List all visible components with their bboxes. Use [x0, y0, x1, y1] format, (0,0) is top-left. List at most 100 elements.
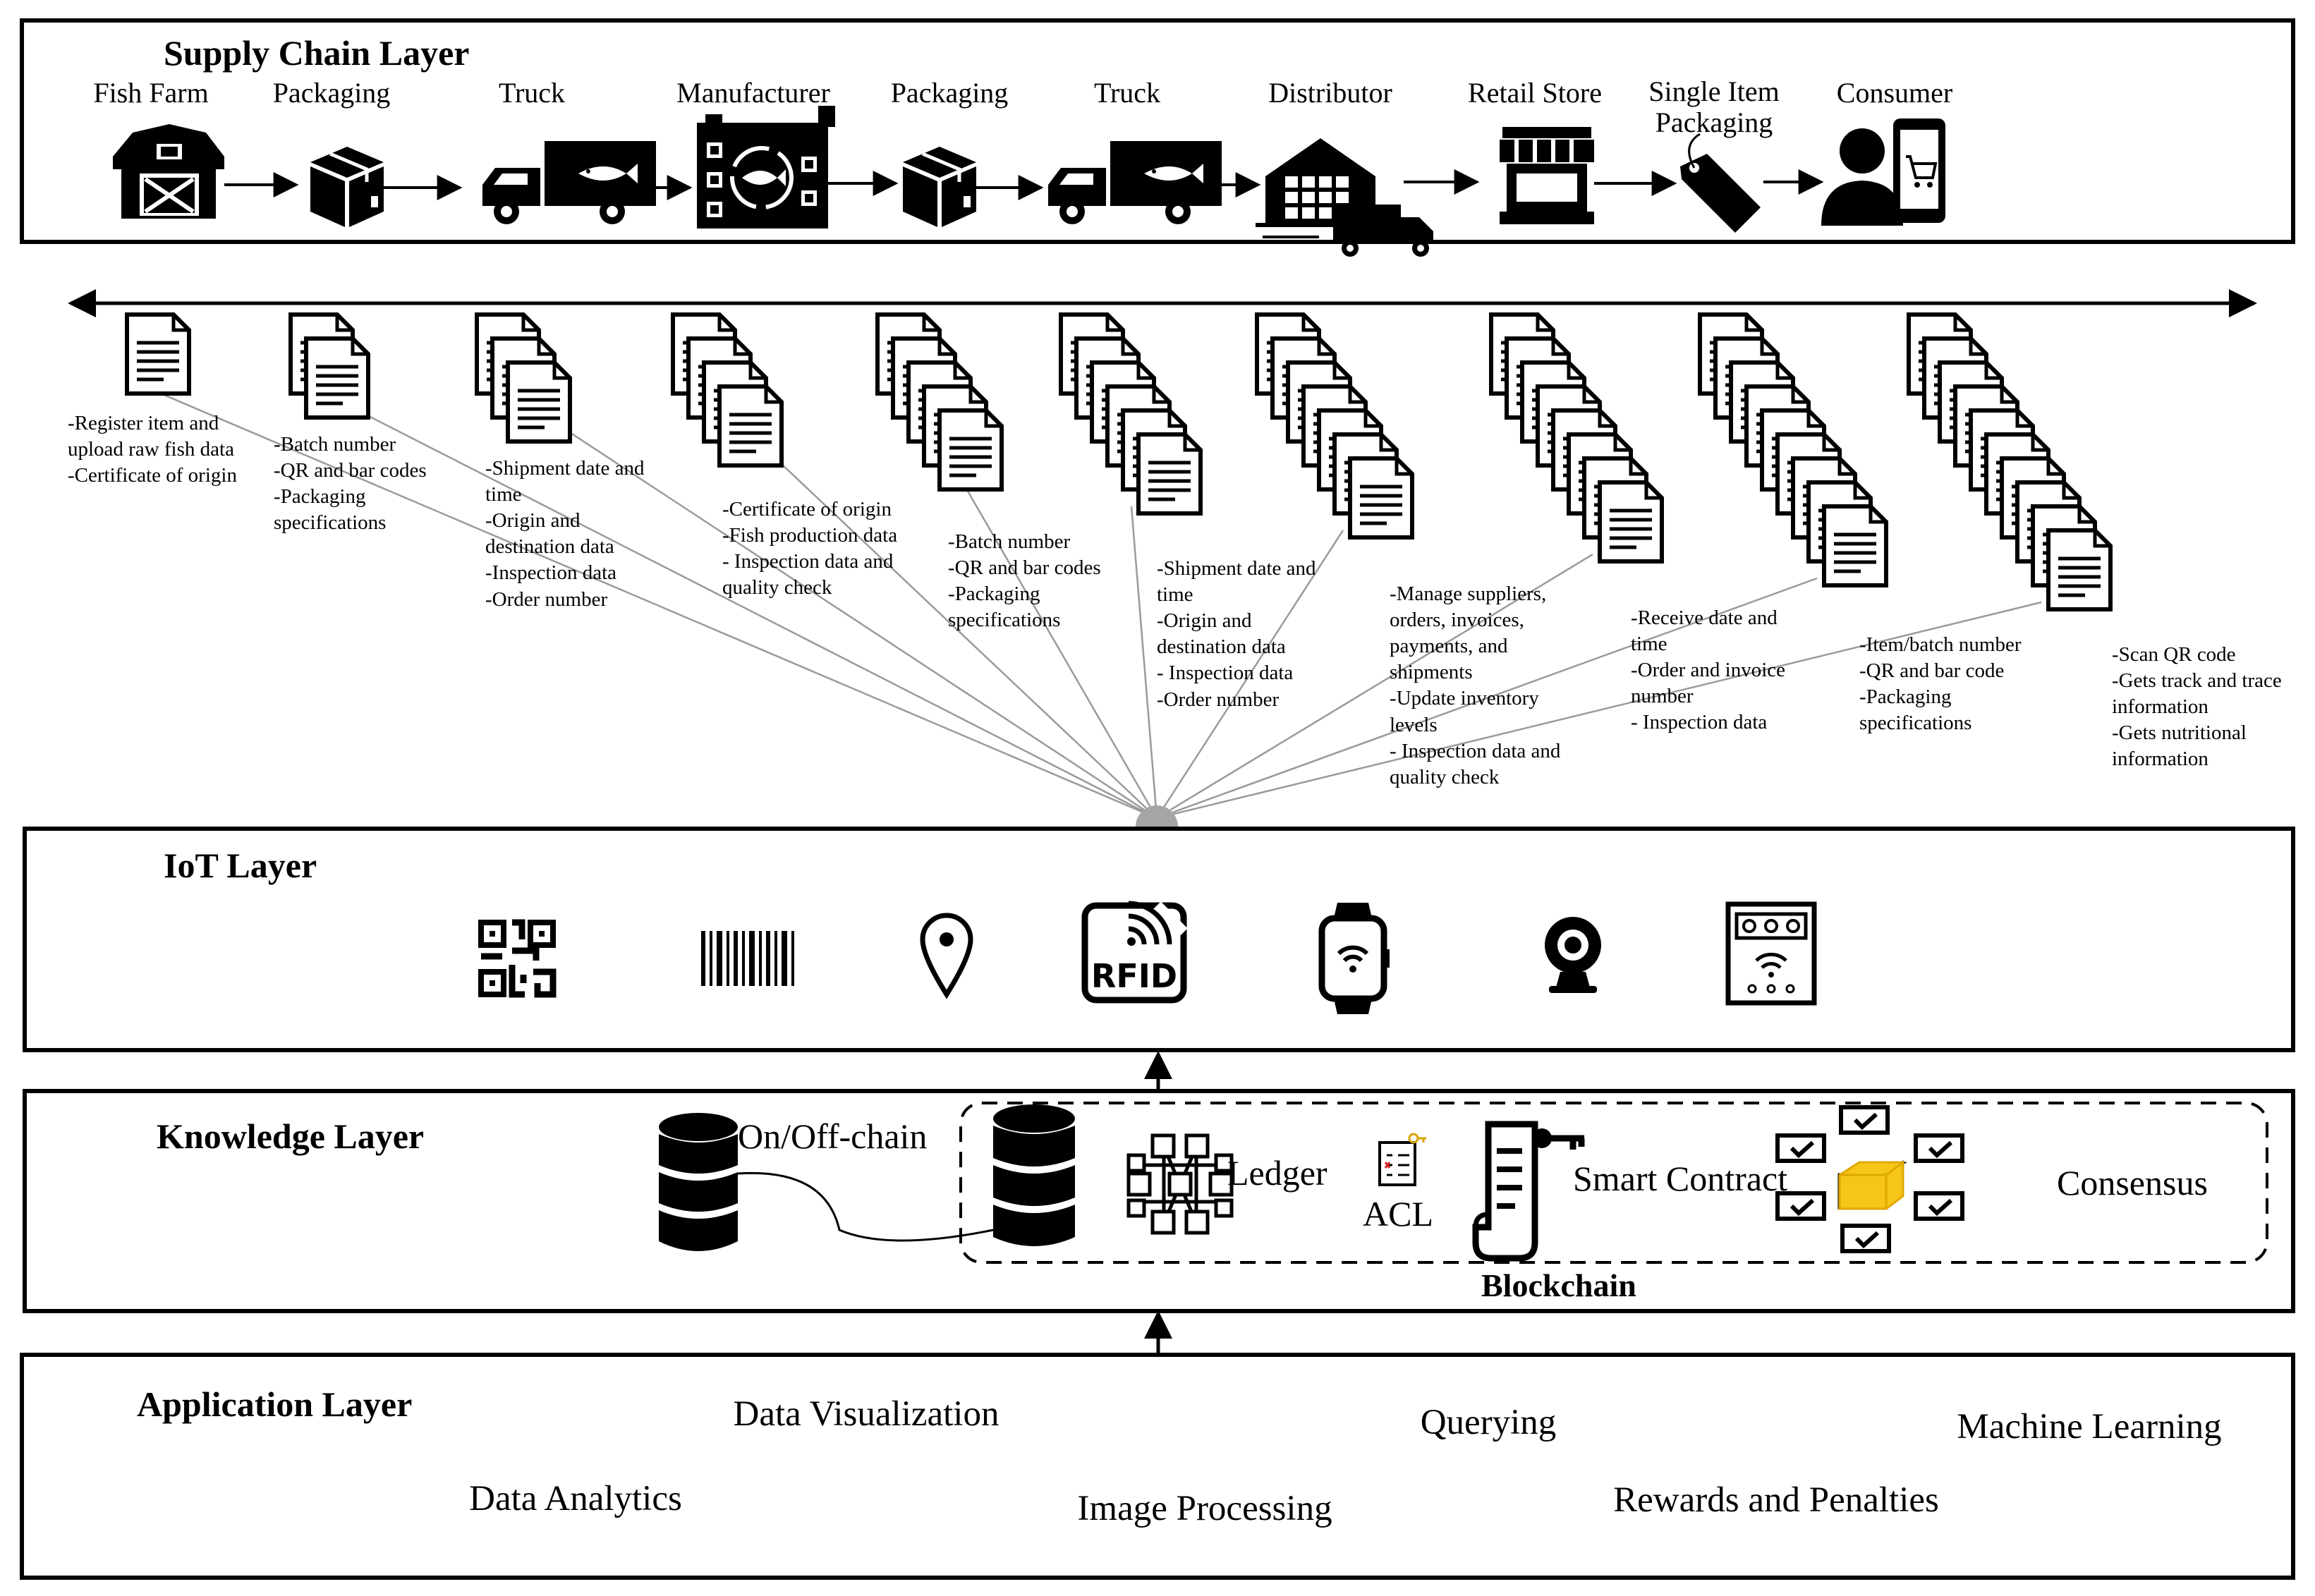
ledger-icon: [1126, 1133, 1234, 1235]
sc-label-packaging-2: Packaging: [890, 77, 1009, 109]
document-icon: [1598, 480, 1664, 564]
factory-icon: [697, 106, 835, 229]
fan-line: [324, 392, 1158, 820]
knowledge-layer-graphics: [659, 1102, 2268, 1264]
document-stack: [1059, 312, 1203, 516]
acl-label: ACL: [1363, 1194, 1433, 1233]
fish-truck-icon: [1048, 141, 1222, 224]
document-icon: [1348, 456, 1414, 540]
smart-meter-icon: [1725, 901, 1817, 1006]
sc-label-distributor: Distributor: [1268, 77, 1392, 109]
supply-chain-layer-title: Supply Chain Layer: [164, 33, 470, 73]
fan-line: [510, 392, 1158, 820]
knowledge-layer-title: Knowledge Layer: [157, 1116, 425, 1156]
document-icon: [937, 408, 1004, 492]
document-icon: [125, 312, 191, 396]
application-layer-box: [20, 1353, 2295, 1580]
document-icon: [1136, 432, 1203, 516]
fish-truck-icon: [482, 141, 656, 224]
document-stack: [875, 312, 1004, 492]
sc-label-manufacturer: Manufacturer: [676, 77, 830, 109]
sc-label-truck-2: Truck: [1093, 77, 1161, 109]
store-icon: [1500, 127, 1594, 224]
fan-line: [1156, 577, 1818, 820]
stage-note-manufacturer: -Certificate of origin-Fish production d…: [722, 498, 898, 599]
webcam-icon: [1545, 917, 1601, 993]
app-data-analytics: Data Analytics: [469, 1479, 682, 1518]
document-icon: [304, 336, 370, 420]
sc-label-fish-farm: Fish Farm: [93, 77, 209, 109]
consensus-icon: [1775, 1105, 1964, 1253]
iot-devices: RFID: [478, 901, 1817, 1014]
iot-collection-hub: [1136, 805, 1178, 827]
barn-icon: [113, 124, 224, 219]
document-icon: [1822, 504, 1888, 587]
sc-label-consumer: Consumer: [1836, 77, 1953, 109]
fan-line: [1156, 553, 1593, 820]
box-icon: [903, 147, 976, 227]
document-icon: [506, 360, 572, 444]
application-layer-title: Application Layer: [137, 1384, 413, 1424]
app-data-visualization: Data Visualization: [733, 1394, 999, 1434]
stage-note-packaging-1: -Batch number-QR and bar codes-Packaging…: [274, 433, 427, 535]
smart-contract-label: Smart Contract: [1573, 1159, 1788, 1198]
document-stacks: [125, 312, 2113, 611]
document-stack: [475, 312, 572, 444]
smartwatch-icon: [1318, 903, 1390, 1014]
stage-note-single-item-packaging: -Item/batch number-QR and bar code-Packa…: [1859, 633, 2022, 735]
on-chain-database-icon: [993, 1104, 1075, 1246]
supply-chain-flow-arrows: [224, 169, 1824, 200]
ledger-label: Ledger: [1227, 1153, 1327, 1193]
document-stack: [671, 312, 784, 468]
sc-label-single-item-packaging: Single Item Packaging: [1648, 75, 1780, 138]
stage-note-distributor: -Manage suppliers,orders, invoices,payme…: [1390, 583, 1561, 788]
document-stack: [1489, 312, 1664, 564]
document-stack: [1907, 312, 2113, 611]
fan-line: [1156, 601, 2042, 820]
price-tag-icon: [1680, 133, 1761, 233]
qr-code-icon: [478, 919, 557, 998]
document-icon: [2046, 528, 2113, 611]
on-off-chain-link: [737, 1171, 994, 1242]
stage-note-packaging-2: -Batch number-QR and bar codes-Packaging…: [948, 530, 1101, 632]
iot-layer-title: IoT Layer: [164, 846, 317, 885]
document-icon: [717, 384, 784, 468]
off-chain-database-icon: [659, 1113, 738, 1251]
blockchain-label: Blockchain: [1481, 1267, 1636, 1303]
acl-icon: [1378, 1133, 1426, 1186]
document-stack: [1698, 312, 1888, 587]
app-querying: Querying: [1420, 1403, 1557, 1442]
document-stack: [125, 312, 191, 396]
fan-line: [160, 392, 1158, 820]
iot-layer-box: [23, 827, 2295, 1052]
sc-label-truck-1: Truck: [498, 77, 566, 109]
supply-chain-icons: [113, 106, 1945, 257]
app-image-processing: Image Processing: [1077, 1489, 1332, 1528]
fan-line: [1155, 530, 1344, 819]
sc-label-packaging-1: Packaging: [272, 77, 391, 109]
app-machine-learning: Machine Learning: [1957, 1407, 2222, 1446]
consumer-phone-icon: [1821, 118, 1945, 226]
smart-contract-icon: [1472, 1121, 1585, 1262]
rfid-label: RFID: [1091, 957, 1177, 995]
location-pin-icon: [920, 913, 973, 999]
box-icon: [310, 147, 384, 227]
consensus-label: Consensus: [2057, 1163, 2208, 1202]
document-stacks-and-links: [68, 289, 2257, 827]
app-rewards-and-penalties: Rewards and Penalties: [1613, 1480, 1939, 1520]
document-stack: [1255, 312, 1414, 540]
rfid-icon: RFID: [1081, 901, 1188, 1004]
sc-label-retail-store: Retail Store: [1468, 77, 1602, 109]
fan-line: [1130, 506, 1158, 819]
warehouse-icon: [1256, 138, 1433, 257]
document-stack: [288, 312, 370, 420]
blockchain-boundary: [959, 1102, 2268, 1264]
on-off-chain-label: On/Off-chain: [738, 1116, 928, 1156]
